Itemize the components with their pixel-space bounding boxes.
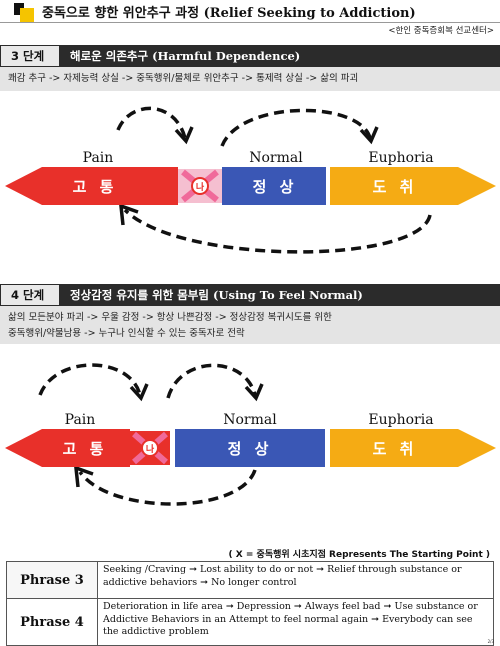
- title-korean: 중독으로 향한 위안추구 과정: [42, 6, 200, 21]
- section-3-diagram: [5, 106, 496, 254]
- section-4-label-pain: Pain: [64, 412, 96, 428]
- title-mark-accent: [20, 8, 34, 22]
- page-title: 중독으로 향한 위안추구 과정 (Relief Seeking to Addic…: [42, 2, 416, 21]
- section-3-step: 3 단계: [0, 45, 60, 67]
- euphoria-bar: [330, 167, 496, 205]
- section-4-bar-normal: 정 상: [227, 440, 273, 458]
- source-credit: <한인 중독증회복 선교센터>: [388, 26, 494, 36]
- section-4-marker-label: 나: [145, 445, 155, 455]
- marker-circle: [191, 177, 209, 195]
- phase-line: the addictive problem: [103, 626, 209, 637]
- section-3-bar-euphoria: 도 취: [372, 178, 418, 196]
- marker-circle: [141, 439, 159, 457]
- section-3-title-ko: 해로운 의존추구: [70, 49, 149, 63]
- section-3-description: 쾌감 추구 -> 자제능력 상실 -> 중독행위/물체로 위안추구 -> 통제력…: [0, 67, 500, 91]
- arc-euphoria-to-pain-head: [118, 203, 139, 226]
- arc-pain-to-marker: [116, 106, 187, 139]
- table-row: Phrase 3 Seeking /Craving ➞ Lost ability…: [6, 561, 494, 599]
- section-3-marker-label: 나: [195, 183, 205, 193]
- section-4-header: [0, 284, 500, 306]
- section-4-desc-line: 중독행위/약물남용 -> 누구나 인식할 수 있는 중독자로 전락: [8, 328, 245, 339]
- section-3-title-en: (Harmful Dependence): [152, 49, 301, 63]
- phase-table: Phrase 3 Seeking /Craving ➞ Lost ability…: [6, 561, 494, 646]
- arc-pain-to-marker-head: [129, 383, 149, 402]
- arc-normal-to-pain: [78, 469, 257, 506]
- section-4-step: 4 단계: [0, 284, 60, 306]
- section-3-bar-normal: 정 상: [252, 178, 298, 196]
- arc-pain-to-marker: [38, 363, 142, 396]
- section-4-title: 정상감정 유지를 위한 몸부림 (Using To Feel Normal): [70, 284, 363, 306]
- phase-line: Deterioration in life area ➞ Depression …: [103, 601, 478, 612]
- title-mark: [14, 3, 24, 15]
- phase-label: Phrase 3: [6, 561, 98, 599]
- section-3-label-euphoria: Euphoria: [368, 150, 434, 166]
- arc-marker-to-normal: [166, 363, 257, 399]
- pain-bar: [5, 167, 178, 205]
- section-3-header: [0, 45, 500, 67]
- table-row: Phrase 4 Deterioration in life area ➞ De…: [6, 598, 494, 646]
- starting-point-note: ( X = 중독행위 시초지점 Represents The Starting …: [228, 550, 490, 560]
- page-number: 2/3: [487, 639, 494, 644]
- pain-bar: [5, 429, 130, 467]
- normal-bar: [175, 429, 325, 467]
- section-3-desc-line: 쾌감 추구 -> 자제능력 상실 -> 중독행위/물체로 위안추구 -> 통제력…: [8, 73, 359, 84]
- section-4-bar-pain: 고 통: [62, 440, 108, 458]
- arc-normal-to-euphoria-head: [359, 126, 379, 145]
- arc-normal-to-pain-head: [73, 465, 94, 488]
- section-4-title-en: (Using To Feel Normal): [213, 288, 363, 302]
- section-4-desc-line: 삶의 모든분야 파괴 -> 우울 감정 -> 항상 나쁜감정 -> 정상감정 복…: [8, 312, 332, 323]
- phase-line: addictive behaviors ➞ No longer control: [103, 576, 297, 588]
- section-4-bar-euphoria: 도 취: [372, 440, 418, 458]
- section-4-description: 삶의 모든분야 파괴 -> 우울 감정 -> 항상 나쁜감정 -> 정상감정 복…: [0, 306, 500, 344]
- arc-normal-to-euphoria: [220, 108, 372, 147]
- arc-euphoria-to-pain: [123, 208, 432, 254]
- section-3-title: 해로운 의존추구 (Harmful Dependence): [70, 45, 300, 67]
- section-3-label-normal: Normal: [249, 150, 303, 166]
- phase-description: Seeking /Craving ➞ Lost ability to do or…: [97, 561, 494, 599]
- euphoria-bar: [330, 429, 496, 467]
- title-divider: [0, 22, 500, 23]
- title-english: (Relief Seeking to Addiction): [203, 6, 416, 21]
- normal-bar: [222, 167, 326, 205]
- arc-pain-to-marker-head: [174, 126, 194, 145]
- phase-description: Deterioration in life area ➞ Depression …: [97, 598, 494, 646]
- section-4-label-euphoria: Euphoria: [368, 412, 434, 428]
- section-3-label-pain: Pain: [82, 150, 114, 166]
- phase-label: Phrase 4: [6, 598, 98, 646]
- section-3-bar-pain: 고 통: [72, 178, 118, 196]
- section-4-diagram: [5, 363, 496, 506]
- phase-line: Addictive Behaviors in an Attempt to fee…: [103, 613, 473, 625]
- section-4-label-normal: Normal: [223, 412, 277, 428]
- section-4-title-ko: 정상감정 유지를 위한 몸부림: [70, 288, 209, 302]
- arc-marker-to-normal-head: [244, 383, 264, 402]
- phase-line: Seeking /Craving ➞ Lost ability to do or…: [103, 564, 462, 575]
